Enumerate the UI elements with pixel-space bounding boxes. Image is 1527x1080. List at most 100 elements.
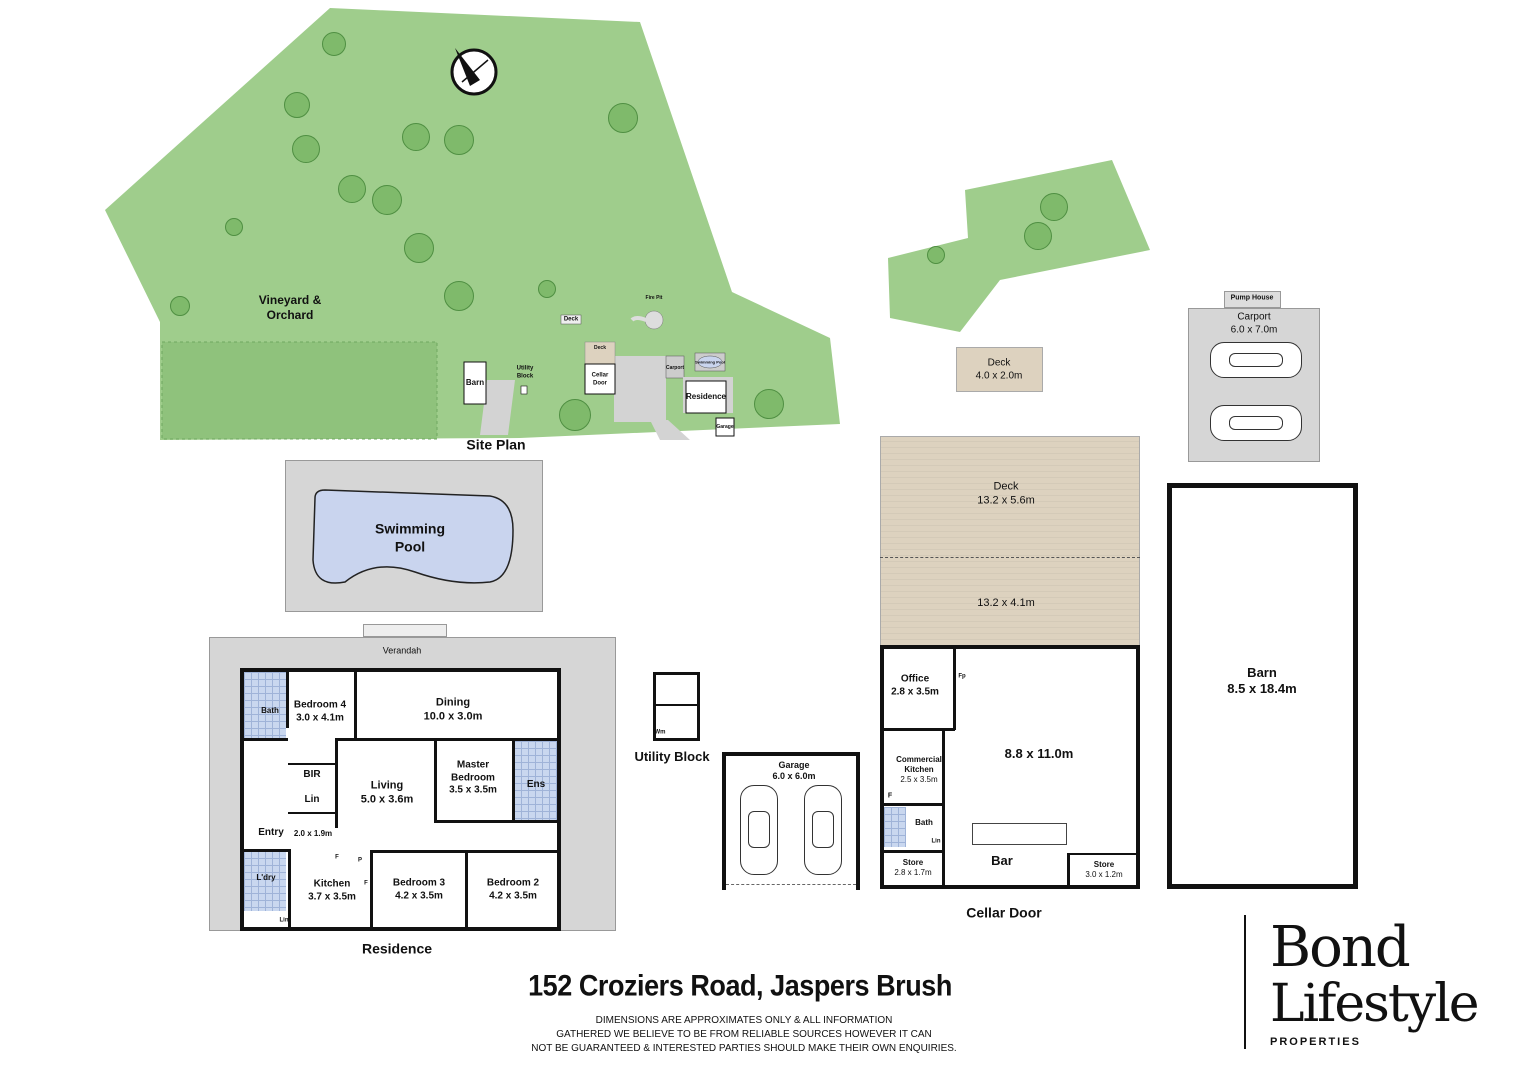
wm-label: Wm <box>654 729 666 736</box>
entry-label: Entry <box>258 826 284 838</box>
site-garage-label: Garage <box>716 423 734 430</box>
t: Block <box>516 373 534 379</box>
fridge-label: F <box>335 854 339 861</box>
car-icon <box>1210 342 1302 378</box>
tree <box>404 233 434 263</box>
wall <box>288 812 336 814</box>
disclaimer-line: DIMENSIONS ARE APPROXIMATES ONLY & ALL I… <box>595 1015 893 1026</box>
site-barn-label: Barn <box>465 378 485 387</box>
site-plan-title: Site Plan <box>466 436 526 453</box>
main-room-label: 8.8 x 11.0m <box>1004 745 1074 761</box>
wall <box>880 850 945 853</box>
car-icon <box>1210 405 1302 441</box>
cellar-deck <box>880 436 1140 646</box>
wall <box>953 645 956 730</box>
t: 10.0 x 3.0m <box>423 710 483 722</box>
tree <box>608 103 638 133</box>
bath-tiles <box>244 672 286 740</box>
cellar-lin-label: Lin <box>931 838 941 845</box>
tree <box>322 32 346 56</box>
tree <box>372 185 402 215</box>
brand-logo: Bond Lifestyle PROPERTIES <box>1270 915 1480 1049</box>
t: Door <box>593 380 607 386</box>
garage-door <box>726 884 856 890</box>
logo-line-3: PROPERTIES <box>1270 1036 1361 1048</box>
logo-line-1: Bond <box>1270 915 1411 980</box>
t: 3.0 x 1.2m <box>1085 870 1123 879</box>
disclaimer-line: GATHERED WE BELIEVE TO BE FROM RELIABLE … <box>556 1029 932 1040</box>
wall <box>335 738 561 741</box>
residence-title: Residence <box>361 940 433 957</box>
verandah-label: Verandah <box>382 645 422 656</box>
cellar-bath-tiles <box>884 807 906 847</box>
pump-house-label: Pump House <box>1230 294 1274 302</box>
cellar-door-title: Cellar Door <box>966 904 1042 921</box>
tree <box>927 246 945 264</box>
car-icon <box>740 785 778 875</box>
vineyard-label-2: Orchard <box>266 308 314 322</box>
tree <box>338 175 366 203</box>
vineyard-rows <box>161 341 438 440</box>
logo-line-2: Lifestyle <box>1270 974 1480 1034</box>
t: 2.8 x 1.7m <box>894 868 932 877</box>
t: 3.7 x 3.5m <box>308 891 356 902</box>
lin2-label: Lin <box>279 917 289 924</box>
cellar-bath-label: Bath <box>915 818 933 827</box>
site-deck-label: Deck <box>563 316 579 323</box>
t: Deck <box>987 357 1011 369</box>
car-icon <box>804 785 842 875</box>
t: 6.0 x 7.0m <box>1230 324 1278 335</box>
wall <box>288 763 336 765</box>
t: 5.0 x 3.6m <box>360 793 414 805</box>
t: Kitchen <box>904 765 934 774</box>
t: Kitchen <box>313 878 351 890</box>
compass-north-icon <box>450 48 498 96</box>
tree <box>170 296 190 316</box>
bar-counter <box>972 823 1067 845</box>
laundry-tiles <box>244 851 286 911</box>
tree <box>284 92 310 118</box>
driveway <box>480 380 690 440</box>
t: 13.2 x 5.6m <box>977 494 1035 506</box>
bir-label: BIR <box>303 768 321 780</box>
t: 3.0 x 4.1m <box>296 712 344 723</box>
t: 2.8 x 3.5m <box>891 686 939 697</box>
site-carport-label: Carport <box>665 364 685 371</box>
t: Office <box>900 673 930 685</box>
disclaimer: DIMENSIONS ARE APPROXIMATES ONLY & ALL I… <box>490 1014 998 1056</box>
wall <box>942 805 945 889</box>
barn <box>1167 483 1358 889</box>
ens-label: Ens <box>526 778 546 790</box>
t: Bedroom 2 <box>486 877 540 889</box>
t: Bedroom 3 <box>392 877 446 889</box>
wall <box>653 704 700 706</box>
wall <box>1067 853 1070 889</box>
t: Barn <box>1247 664 1277 680</box>
tree <box>1024 222 1052 250</box>
ens-tiles <box>514 741 557 821</box>
utility-block <box>653 672 700 741</box>
t: Store <box>1093 860 1115 869</box>
verandah-steps <box>363 624 447 637</box>
wall <box>370 850 373 931</box>
wall <box>1067 853 1140 855</box>
t: Bedroom 4 <box>293 699 347 711</box>
t: Garage <box>778 759 810 770</box>
tree <box>225 218 243 236</box>
wall <box>354 668 357 740</box>
t: Utility <box>516 365 534 372</box>
t: Dining <box>435 696 471 709</box>
t: 8.5 x 18.4m <box>1227 681 1297 696</box>
t: 2.5 x 3.5m <box>900 775 938 784</box>
fireplace-label: Fp <box>958 673 966 680</box>
